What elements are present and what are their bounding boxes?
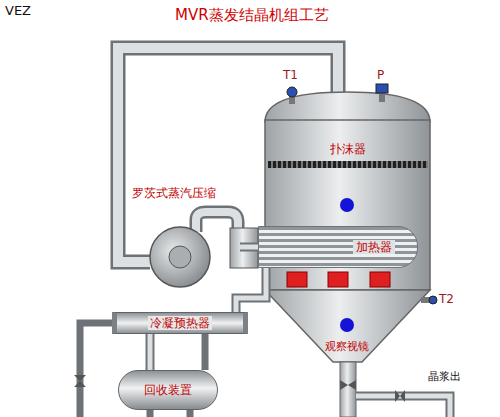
node-label: 回收装置 xyxy=(144,383,192,397)
compressor-hub xyxy=(169,246,191,268)
pipe-core xyxy=(236,268,266,312)
pipe-connector xyxy=(240,247,258,248)
demister-band: 扑沫器 xyxy=(268,142,428,168)
part-label: 观察视镜 xyxy=(325,340,369,353)
instrument-tag: P xyxy=(377,68,384,82)
node-label: 加热器 xyxy=(353,240,395,254)
pipe-connector xyxy=(236,268,266,312)
instrument-tag: T1 xyxy=(283,68,298,82)
node-label: 扑沫器 xyxy=(330,142,366,156)
outlet-pipe xyxy=(340,362,356,417)
sight-glass xyxy=(340,198,354,212)
valve xyxy=(74,375,86,387)
heating-block xyxy=(370,272,390,287)
sight-glass xyxy=(340,318,354,332)
compressor-body xyxy=(150,227,210,287)
outlet-label: 晶浆出 xyxy=(428,370,461,383)
node-label: 罗茨式蒸汽压缩 xyxy=(132,186,216,200)
heater-bundle: 加热器 xyxy=(258,226,418,268)
recovery-tank: 回收装置 xyxy=(118,370,218,410)
vessel-cone xyxy=(265,290,430,362)
pipe-core xyxy=(148,334,153,370)
gauge xyxy=(287,87,297,97)
pipe-core xyxy=(240,245,258,250)
node-label: 冷凝预热器 xyxy=(148,316,212,330)
drain-pipe xyxy=(80,323,112,417)
pipe-connector xyxy=(150,334,151,370)
diagram-title: MVR蒸发结晶机组工艺 xyxy=(175,6,329,24)
heating-block xyxy=(287,272,307,287)
pipe-wall xyxy=(146,334,155,370)
pipe-wall xyxy=(236,268,266,312)
heater-head xyxy=(230,228,258,268)
pipe-wall xyxy=(240,243,258,252)
gauge xyxy=(376,84,388,93)
valve xyxy=(340,380,356,390)
valve xyxy=(395,390,405,402)
roots-compressor: 罗茨式蒸汽压缩 xyxy=(132,186,240,286)
heating-block xyxy=(328,272,348,287)
instrument-tag: T2 xyxy=(439,292,454,306)
brand-label: VEZ xyxy=(5,3,31,19)
condensate-preheater: 冷凝预热器 xyxy=(112,312,248,334)
gauge xyxy=(429,296,437,304)
